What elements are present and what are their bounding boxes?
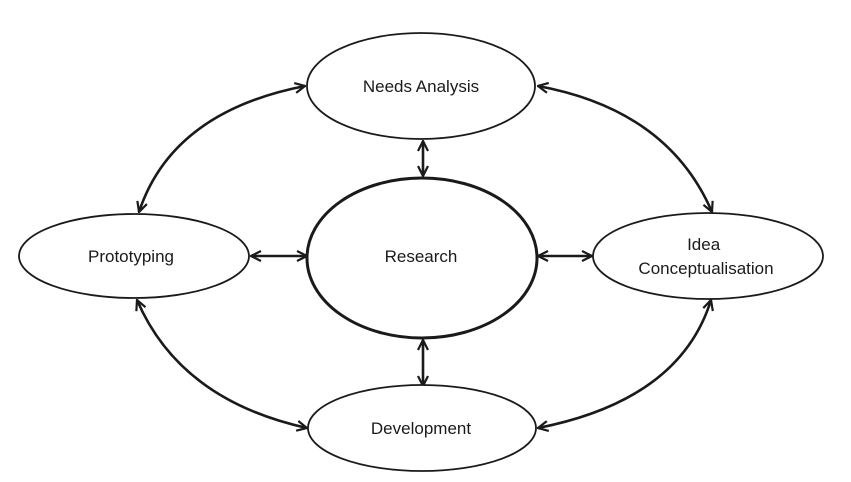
idea-conceptualisation-ellipse (592, 212, 824, 300)
node-research: Research (305, 176, 539, 340)
idea-conceptualisation-label-line-2: Conceptualisation (638, 259, 773, 278)
svg-text:Prototyping: Prototyping (88, 247, 174, 266)
node-prototyping: Prototyping (18, 213, 250, 299)
edge-prototyping-development (137, 300, 307, 428)
svg-text:Idea Conceptualisation: Idea Conceptualisation (638, 235, 773, 278)
edge-development-idea-conceptualisation (538, 300, 711, 428)
prototyping-ellipse (18, 213, 250, 299)
node-needs-analysis: Needs Analysis (306, 32, 536, 140)
svg-text:Needs Analysis: Needs Analysis (363, 77, 479, 96)
node-idea-conceptualisation: Idea Conceptualisation (592, 212, 824, 300)
edge-prototyping-needs-analysis (139, 86, 305, 212)
development-ellipse (307, 384, 537, 472)
node-development: Development (307, 384, 537, 472)
needs-analysis-label: Needs Analysis (363, 77, 479, 96)
edge-needs-analysis-idea-conceptualisation (538, 86, 712, 212)
svg-text:Development: Development (371, 419, 471, 438)
idea-conceptualisation-label-line-1: Idea (687, 235, 721, 254)
development-label: Development (371, 419, 471, 438)
svg-text:Research: Research (385, 247, 458, 266)
research-label: Research (385, 247, 458, 266)
research-ellipse (305, 176, 539, 340)
prototyping-label: Prototyping (88, 247, 174, 266)
needs-analysis-ellipse (306, 32, 536, 140)
